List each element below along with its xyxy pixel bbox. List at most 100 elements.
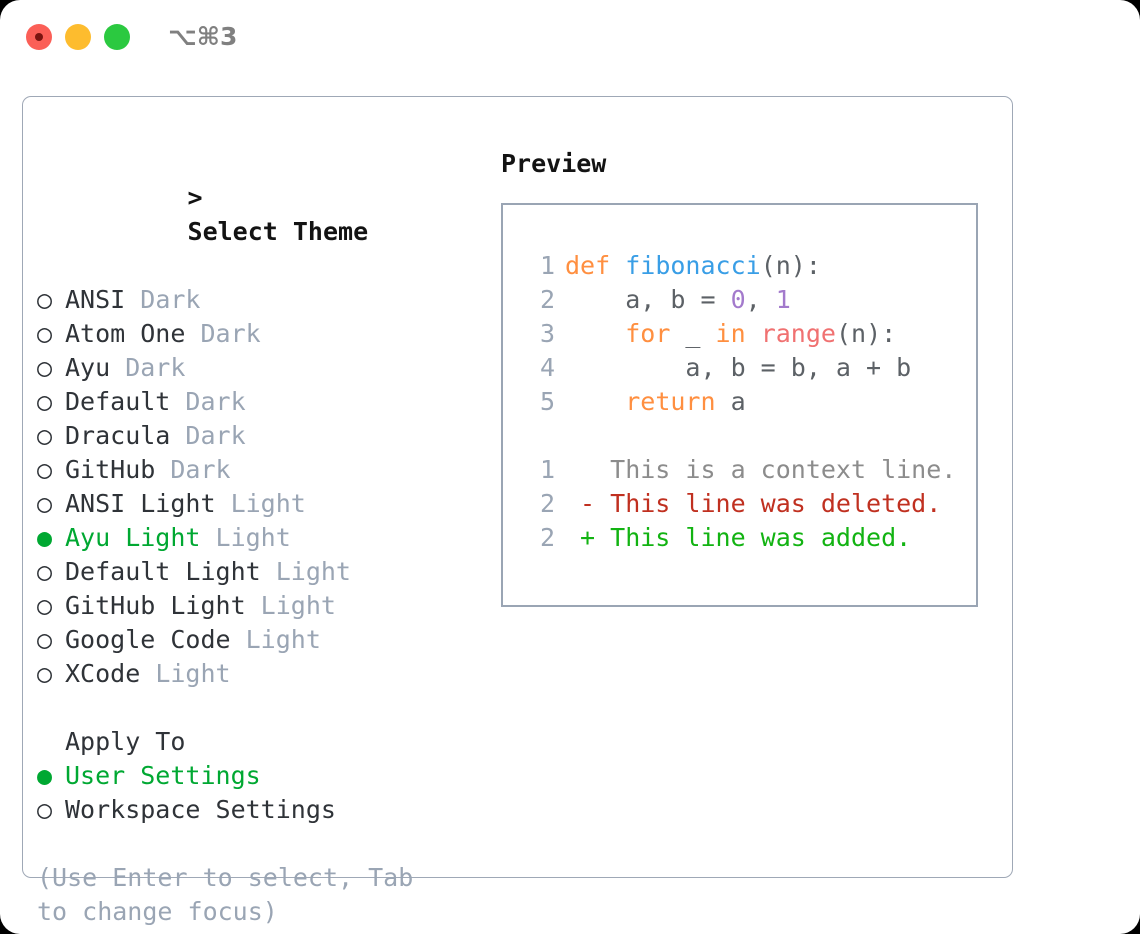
- theme-option-default[interactable]: ○Default Dark: [37, 385, 487, 419]
- theme-option-variant-tag: Dark: [170, 387, 246, 416]
- maximize-window-button[interactable]: [104, 24, 130, 50]
- section-spacer: [37, 691, 487, 725]
- radio-unselected-icon: ○: [37, 625, 53, 654]
- diff-line-number: 1: [539, 455, 555, 484]
- code-line: 4 a, b = b, a + b: [521, 351, 976, 385]
- code-token: ,: [745, 285, 776, 314]
- panel-columns: > Select Theme ○ANSI Dark○Atom One Dark○…: [23, 97, 1012, 926]
- theme-option-variant-tag: Light: [215, 489, 306, 518]
- diff-line: 2 - This line was deleted.: [521, 487, 976, 521]
- radio-unselected-icon: ○: [37, 659, 53, 688]
- theme-option-github[interactable]: ○GitHub Dark: [37, 453, 487, 487]
- code-token: [565, 387, 625, 416]
- radio-unselected-icon: ○: [37, 591, 53, 620]
- code-line: 5 return a: [521, 385, 976, 419]
- diff-line: 2 + This line was added.: [521, 521, 976, 555]
- code-token: (n):: [835, 319, 897, 348]
- diff-line-text: + This line was added.: [565, 523, 912, 552]
- theme-option-ayu[interactable]: ○ Ayu Dark: [37, 351, 487, 385]
- radio-unselected-icon: ○: [37, 319, 53, 348]
- diff-sample: 1 This is a context line.2 - This line w…: [521, 453, 976, 555]
- radio-unselected-icon: ○: [37, 455, 53, 484]
- code-token: fibonacci: [625, 251, 761, 280]
- radio-unselected-icon: ○: [37, 387, 53, 416]
- code-line-number: 4: [539, 353, 555, 382]
- theme-option-label: Ayu Light: [65, 523, 201, 552]
- theme-option-label: Atom One: [65, 319, 186, 348]
- diff-line-number: 2: [539, 523, 555, 552]
- apply-to-list: ●User Settings○ Workspace Settings: [37, 759, 487, 827]
- radio-unselected-icon: ○: [37, 795, 53, 824]
- apply-to-option-label: Workspace Settings: [65, 795, 336, 824]
- theme-option-label: GitHub Light: [65, 591, 246, 620]
- theme-option-variant-tag: Dark: [125, 285, 201, 314]
- code-token: return: [625, 387, 716, 416]
- theme-option-github-light[interactable]: ○ GitHub Light Light: [37, 589, 487, 623]
- theme-option-variant-tag: Light: [230, 625, 321, 654]
- minimize-window-button[interactable]: [65, 24, 91, 50]
- theme-option-ansi[interactable]: ○ANSI Dark: [37, 283, 487, 317]
- hint-spacer: [37, 827, 487, 861]
- theme-option-variant-tag: Dark: [185, 319, 261, 348]
- radio-unselected-icon: ○: [37, 285, 53, 314]
- diff-line-text: - This line was deleted.: [565, 489, 942, 518]
- theme-option-xcode[interactable]: ○ XCode Light: [37, 657, 487, 691]
- theme-option-label: GitHub: [65, 455, 156, 484]
- theme-selector-column: > Select Theme ○ANSI Dark○Atom One Dark○…: [37, 147, 487, 929]
- code-line: 2 a, b = 0, 1: [521, 283, 976, 317]
- code-token: 1: [775, 285, 791, 314]
- apply-to-option-workspace-settings[interactable]: ○ Workspace Settings: [37, 793, 487, 827]
- theme-option-google-code[interactable]: ○Google Code Light: [37, 623, 487, 657]
- theme-option-variant-tag: Light: [140, 659, 231, 688]
- theme-list: ○ANSI Dark○Atom One Dark○Ayu Dark○Defaul…: [37, 283, 487, 691]
- theme-option-label: Ayu: [65, 353, 111, 382]
- radio-selected-icon: ●: [37, 523, 53, 552]
- select-theme-heading-label: Select Theme: [187, 217, 369, 246]
- code-token: [746, 319, 761, 348]
- code-token: for: [625, 319, 671, 348]
- theme-option-label: XCode: [65, 659, 141, 688]
- code-token: 0: [730, 285, 746, 314]
- theme-option-variant-tag: Dark: [110, 353, 186, 382]
- diff-line-text: This is a context line.: [565, 455, 957, 484]
- theme-option-ansi-light[interactable]: ○ ANSI Light Light: [37, 487, 487, 521]
- radio-unselected-icon: ○: [37, 353, 53, 382]
- main-panel: > Select Theme ○ANSI Dark○Atom One Dark○…: [22, 96, 1013, 926]
- theme-option-default-light[interactable]: ○Default Light Light: [37, 555, 487, 589]
- keyboard-shortcut-label: ⌥⌘3: [168, 22, 238, 51]
- code-token: a: [715, 387, 746, 416]
- code-token: (n):: [760, 251, 821, 280]
- keyboard-hint-text: (Use Enter to select, Tab to change focu…: [37, 863, 414, 926]
- apply-to-option-label: User Settings: [65, 761, 261, 790]
- theme-option-atom-one[interactable]: ○ Atom One Dark: [37, 317, 487, 351]
- close-window-button[interactable]: [26, 24, 52, 50]
- diff-line: 1 This is a context line.: [521, 453, 976, 487]
- window-controls: [26, 24, 130, 50]
- code-line-number: 5: [539, 387, 555, 416]
- preview-heading: Preview: [501, 149, 607, 178]
- code-token: def: [565, 251, 626, 280]
- code-token: in: [715, 319, 746, 348]
- apply-to-heading: Apply To: [65, 727, 186, 756]
- code-line: 3 for _ in range(n):: [521, 317, 976, 351]
- radio-unselected-icon: ○: [37, 489, 53, 518]
- theme-option-ayu-light[interactable]: ● Ayu Light Light: [37, 521, 487, 555]
- theme-option-variant-tag: Light: [200, 523, 291, 552]
- theme-option-variant-tag: Light: [245, 591, 336, 620]
- caret-prompt-icon: >: [187, 183, 203, 212]
- theme-option-label: ANSI Light: [65, 489, 216, 518]
- code-token: range: [760, 319, 836, 348]
- radio-unselected-icon: ○: [37, 421, 53, 450]
- select-theme-heading: > Select Theme: [37, 147, 487, 283]
- code-token: [565, 319, 625, 348]
- theme-option-label: Dracula: [65, 421, 171, 450]
- code-token: _: [670, 319, 716, 348]
- theme-option-dracula[interactable]: ○Dracula Dark: [37, 419, 487, 453]
- code-diff-spacer: [521, 419, 976, 453]
- apply-to-option-user-settings[interactable]: ●User Settings: [37, 759, 487, 793]
- code-line-number: 2: [539, 285, 555, 314]
